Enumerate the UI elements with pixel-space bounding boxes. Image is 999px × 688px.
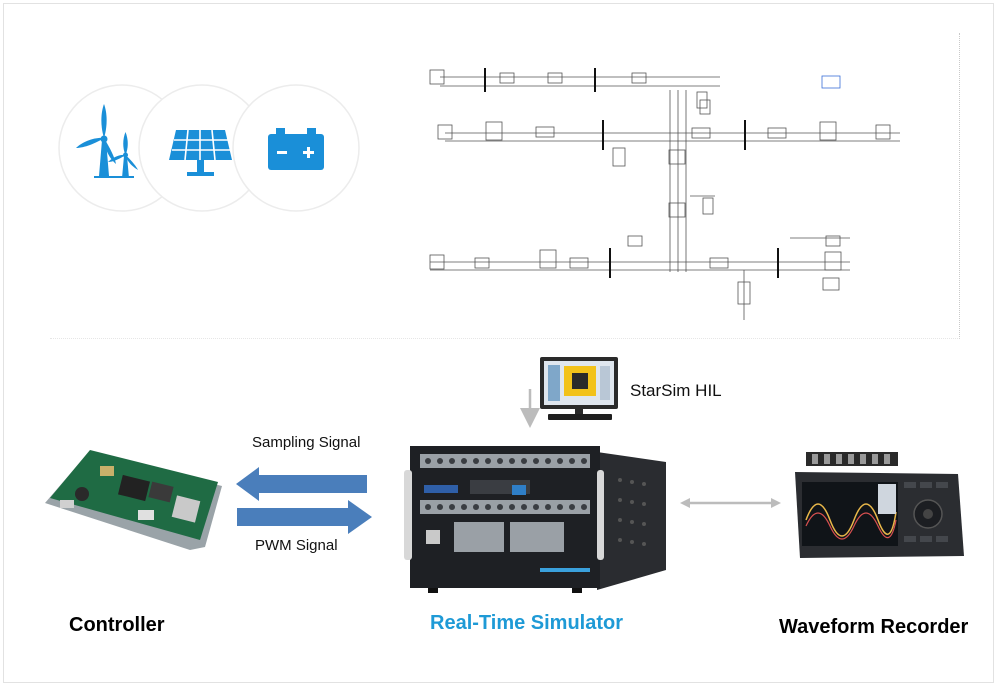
simulator-recorder-connector: [680, 498, 781, 508]
sampling-signal-arrow: [236, 467, 367, 501]
starsim-hil-label: StarSim HIL: [630, 381, 722, 400]
wind-turbine-icon: [76, 104, 138, 178]
sampling-signal-label: Sampling Signal: [252, 434, 361, 451]
pwm-signal-label: PWM Signal: [255, 537, 338, 554]
simulator-hardware-image: [404, 446, 666, 593]
waveform-recorder-image: [795, 452, 964, 558]
pwm-signal-arrow: [237, 500, 372, 534]
waveform-recorder-label: Waveform Recorder: [779, 616, 969, 638]
real-time-simulator-label: Real-Time Simulator: [430, 612, 624, 634]
simulink-schematic: [429, 68, 900, 320]
diagram-frame: [3, 3, 994, 683]
computer-icon: [540, 357, 618, 420]
controller-label: Controller: [69, 614, 165, 636]
controller-board-image: [45, 450, 222, 550]
simulation-area: [50, 33, 960, 339]
battery-icon: [268, 128, 324, 170]
solar-panel-icon: [169, 129, 232, 176]
